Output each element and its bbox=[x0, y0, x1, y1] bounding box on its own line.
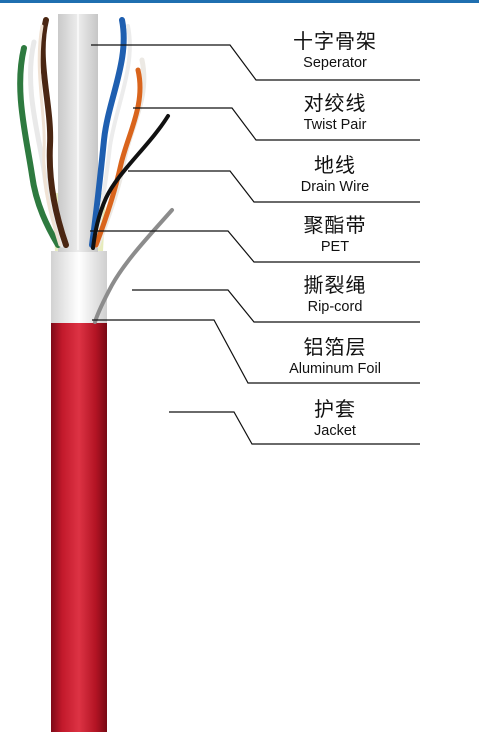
rip-cord bbox=[93, 208, 174, 324]
label-drain-wire: 地线 Drain Wire bbox=[250, 154, 420, 196]
label-pet-zh: 聚酯带 bbox=[303, 213, 367, 237]
label-separator-zh: 十字骨架 bbox=[293, 29, 377, 53]
label-jacket: 护套 Jacket bbox=[250, 398, 420, 440]
label-twist-pair-en: Twist Pair bbox=[303, 117, 367, 133]
label-drain-wire-en: Drain Wire bbox=[300, 179, 370, 195]
label-twist-pair: 对绞线 Twist Pair bbox=[250, 92, 420, 134]
label-twist-pair-zh: 对绞线 bbox=[303, 91, 367, 115]
label-pet-en: PET bbox=[320, 239, 350, 255]
label-separator-en: Seperator bbox=[303, 55, 367, 71]
label-aluminum-foil-en: Aluminum Foil bbox=[289, 361, 381, 377]
label-aluminum-foil: 铝箔层 Aluminum Foil bbox=[250, 336, 420, 378]
leader-lines bbox=[90, 44, 420, 445]
label-rip-cord: 撕裂绳 Rip-cord bbox=[250, 274, 420, 316]
label-jacket-en: Jacket bbox=[314, 423, 356, 439]
label-pet: 聚酯带 PET bbox=[250, 214, 420, 256]
twisted-pairs bbox=[17, 17, 147, 248]
label-drain-wire-zh: 地线 bbox=[314, 153, 356, 177]
label-jacket-zh: 护套 bbox=[314, 397, 356, 421]
jacket bbox=[51, 322, 107, 732]
top-accent-rule bbox=[0, 0, 479, 3]
label-rip-cord-en: Rip-cord bbox=[307, 299, 363, 315]
label-aluminum-foil-zh: 铝箔层 bbox=[303, 335, 367, 359]
label-rip-cord-zh: 撕裂绳 bbox=[303, 273, 367, 297]
label-separator: 十字骨架 Seperator bbox=[250, 30, 420, 72]
